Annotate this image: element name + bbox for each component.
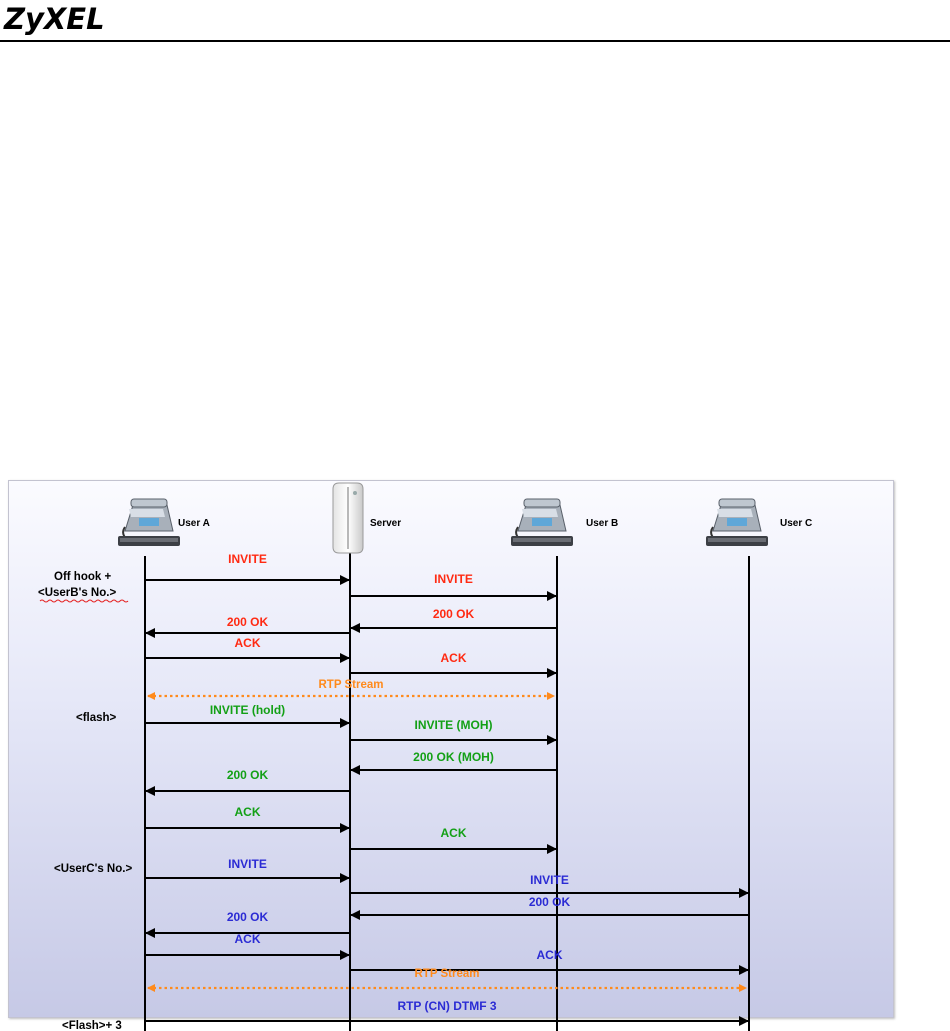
message: INVITE (MOH) (350, 718, 557, 745)
message: ACK (145, 636, 350, 663)
entity-user-a: User A (118, 498, 210, 546)
phone-icon (118, 498, 180, 546)
entity-user-c: User C (706, 498, 812, 546)
message: INVITE (145, 857, 350, 883)
message-label: 200 OK (433, 607, 475, 621)
message-label: INVITE (228, 857, 267, 871)
message-label: RTP (CN) DTMF 3 (397, 999, 496, 1013)
message: 200 OK (145, 910, 350, 938)
side-label-userc-number: <UserC's No.> (54, 863, 132, 875)
message-label: RTP Stream (415, 968, 480, 980)
message-label: ACK (441, 651, 467, 665)
message-label: INVITE (hold) (210, 703, 285, 717)
message-label: INVITE (228, 552, 267, 566)
message: INVITE (350, 873, 749, 898)
message: ACK (350, 651, 557, 678)
side-label-flash: <flash> (76, 712, 117, 724)
message-label: ACK (235, 805, 261, 819)
entity-label: User A (178, 518, 210, 529)
side-label-offhook: Off hook + (54, 571, 111, 583)
message: 200 OK (MOH) (350, 750, 557, 775)
message: RTP Stream (147, 679, 555, 700)
message-label: 200 OK (529, 895, 571, 909)
message: INVITE (145, 552, 350, 585)
entity-user-b: User B (511, 498, 618, 546)
message-label: ACK (441, 826, 467, 840)
message: ACK (145, 805, 350, 833)
message: INVITE (350, 572, 557, 601)
entity-label: User B (586, 518, 618, 529)
message-label: ACK (235, 932, 261, 946)
message: ACK (350, 948, 749, 975)
message: RTP (CN) DTMF 3 (145, 999, 749, 1026)
message-label: INVITE (MOH) (415, 718, 493, 732)
message-label: 200 OK (227, 910, 269, 924)
server-icon (332, 482, 364, 554)
message-label: 200 OK (227, 615, 269, 629)
message: 200 OK (350, 895, 749, 920)
message: ACK (350, 826, 557, 854)
message: 200 OK (350, 607, 557, 633)
message: RTP Stream (147, 968, 747, 992)
message-label: ACK (537, 948, 563, 962)
entity-server: Server (332, 482, 401, 554)
zyxel-logo: ZyXEL (4, 2, 105, 36)
entity-label: User C (780, 518, 812, 529)
message-label: ACK (235, 636, 261, 650)
phone-icon (511, 498, 573, 546)
message-label: INVITE (434, 572, 473, 586)
message: INVITE (hold) (145, 703, 350, 728)
diagram-panel (8, 480, 894, 1018)
message-label: INVITE (530, 873, 569, 887)
side-label-flash-3: <Flash>+ 3 (62, 1020, 122, 1031)
message-label: 200 OK (227, 768, 269, 782)
message-label: RTP Stream (319, 679, 384, 691)
message: 200 OK (145, 768, 350, 796)
message: ACK (145, 932, 350, 960)
header-rule (0, 40, 950, 42)
message-label: 200 OK (MOH) (413, 750, 494, 764)
message: 200 OK (145, 615, 350, 638)
spellcheck-underline (39, 599, 129, 603)
side-label-userb-number: <UserB's No.> (38, 587, 116, 599)
phone-icon (706, 498, 768, 546)
entity-label: Server (370, 518, 401, 529)
